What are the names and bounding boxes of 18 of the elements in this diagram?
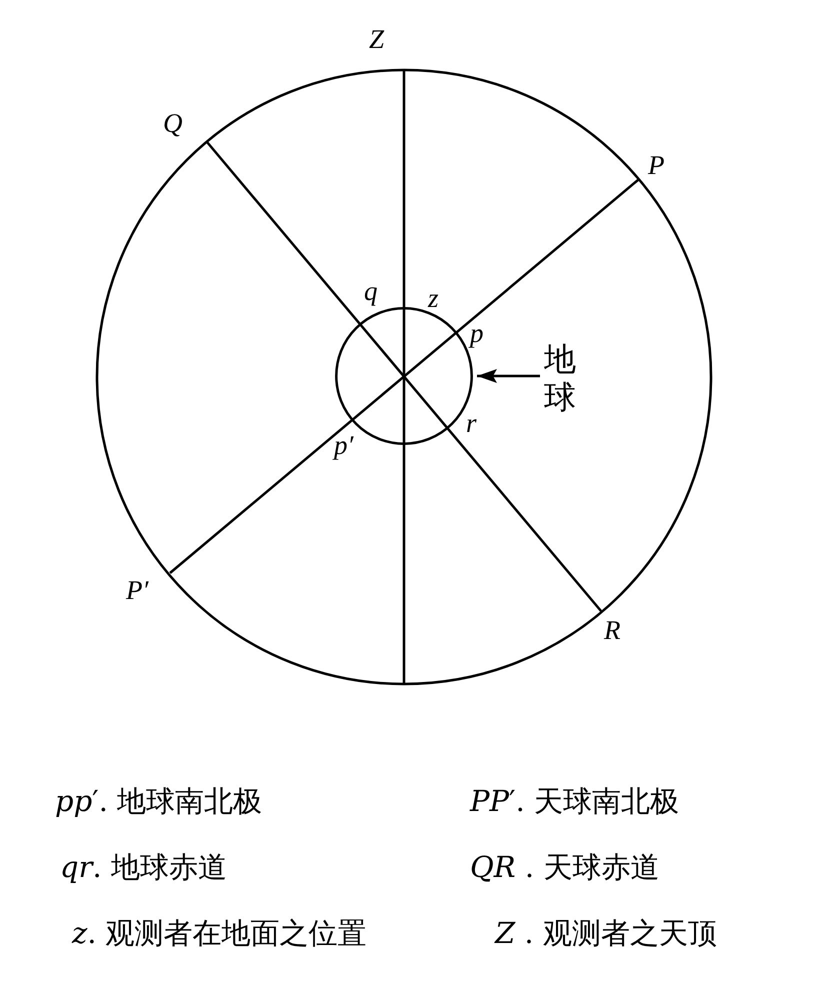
legend-entry: pp′. 地球南北极	[55, 786, 262, 818]
point-label: p′	[334, 432, 354, 459]
legend-entry: PP′. 天球南北极	[470, 786, 680, 818]
point-label: z	[428, 285, 439, 312]
point-label: Z	[369, 26, 384, 53]
legend-entry: Z . 观测者之天顶	[495, 918, 717, 950]
legend-entry: QR . 天球赤道	[470, 852, 660, 884]
legend-entry: z. 观测者在地面之位置	[72, 918, 367, 950]
legend-entry: qr. 地球赤道	[60, 852, 227, 884]
arrow	[477, 369, 540, 383]
node-label: 地球	[544, 340, 576, 416]
point-label: P	[648, 152, 664, 179]
point-label: Q	[163, 110, 182, 137]
point-label: R	[604, 617, 620, 644]
point-label: r	[466, 410, 477, 437]
point-label: p	[470, 320, 484, 347]
point-label: q	[364, 278, 378, 305]
point-label: P′	[126, 577, 148, 604]
